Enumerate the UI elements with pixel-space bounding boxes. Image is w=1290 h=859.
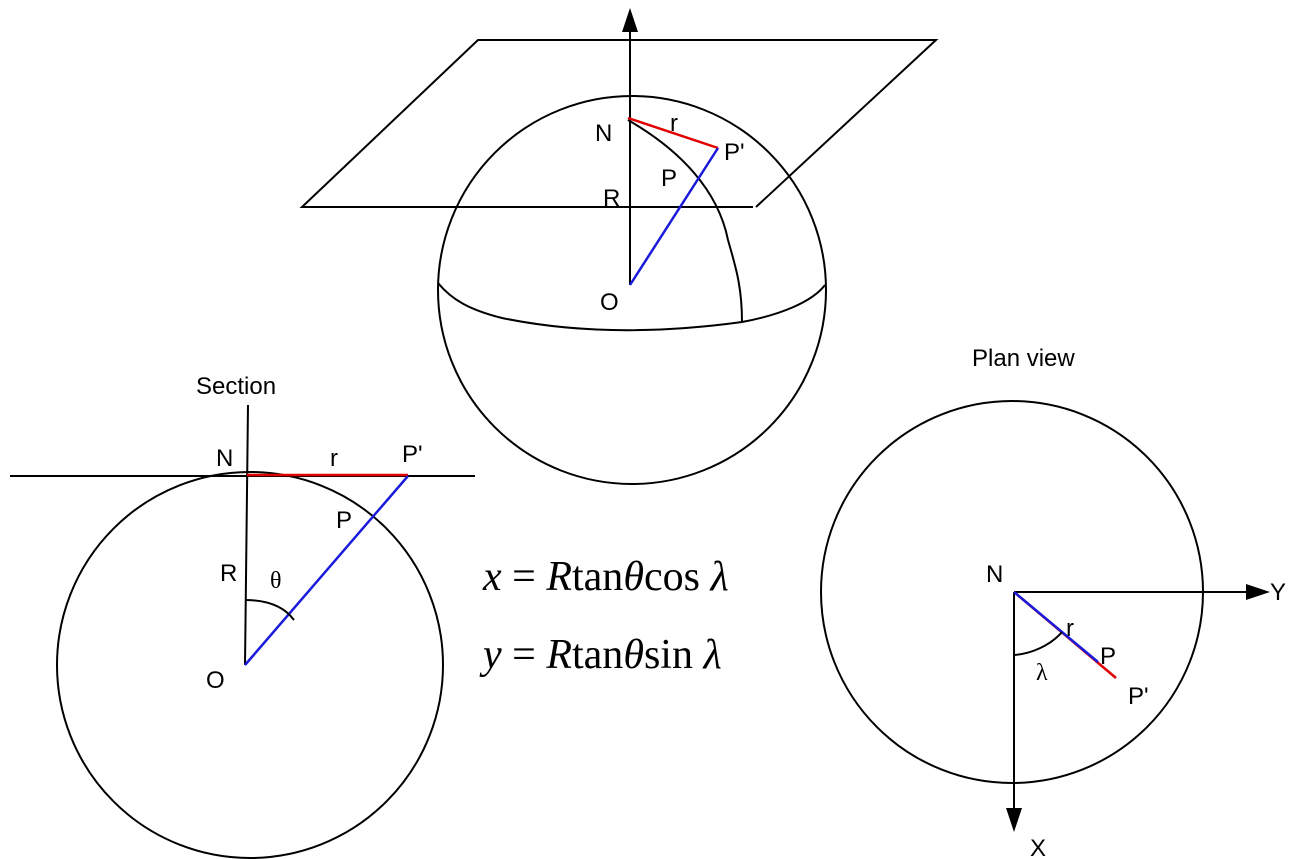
equator-curve [437, 282, 826, 332]
section-label-n: N [216, 445, 233, 472]
perspective-view: N r P' P R O [299, 8, 939, 485]
plan-x-axis-arrowhead [1006, 808, 1022, 832]
eq-y-lambda: λ [701, 632, 721, 678]
radius-line-o-p [628, 147, 720, 286]
eq-x-var: x [482, 554, 502, 600]
plan-label-p: P [1100, 643, 1116, 670]
eq-x-radius: R [545, 554, 572, 600]
plan-y-axis-arrowhead [1246, 584, 1270, 600]
plan-label-p-prime: P' [1128, 683, 1149, 710]
plan-label-lambda: λ [1036, 660, 1048, 686]
section-radius-line-o-p [244, 475, 409, 666]
label-n: N [595, 120, 612, 147]
vertical-axis-arrowhead [622, 8, 638, 32]
tangent-plane [299, 39, 939, 208]
eq-x-space [700, 554, 711, 600]
eq-y-space [693, 632, 704, 678]
equation-y: y = Rtanθsin λ [479, 632, 722, 678]
label-p: P [661, 165, 677, 192]
plan-radius-line [1013, 591, 1099, 663]
sphere-outline [437, 95, 827, 485]
section-label-theta: θ [270, 568, 282, 594]
plan-label-x: X [1030, 835, 1046, 859]
eq-x-cos: cos [644, 554, 700, 600]
eq-x-equals: = [502, 554, 547, 600]
eq-y-equals: = [502, 632, 547, 678]
plan-label-n: N [986, 561, 1003, 588]
plan-label-y: Y [1270, 579, 1286, 606]
eq-y-theta: θ [623, 632, 644, 678]
section-title: Section [196, 373, 276, 400]
label-center-o: O [600, 289, 619, 316]
section-label-center-o: O [206, 667, 225, 694]
plan-lambda-arc [1013, 631, 1063, 656]
eq-y-radius: R [545, 632, 572, 678]
eq-y-var: y [479, 632, 502, 678]
label-r-distance: r [670, 110, 678, 137]
section-label-radius: R [220, 560, 237, 587]
section-label-p-prime: P' [402, 441, 423, 468]
meridian-curve [627, 119, 743, 323]
section-theta-arc [244, 599, 295, 621]
eq-y-tan: tan [572, 632, 623, 678]
plan-title: Plan view [972, 345, 1075, 372]
section-sphere-outline [56, 471, 444, 859]
eq-x-tan: tan [572, 554, 623, 600]
eq-y-sin: sin [644, 632, 693, 678]
projection-line-r [627, 116, 719, 150]
eq-x-theta: θ [623, 554, 644, 600]
eq-x-lambda: λ [708, 554, 728, 600]
section-label-p: P [336, 507, 352, 534]
section-vertical-line [244, 404, 249, 666]
plan-view: Plan view N Y X r P P' λ [820, 345, 1286, 859]
section-view: Section N r P' P R θ O [10, 373, 475, 859]
equation-x: x = Rtanθcos λ [482, 554, 729, 600]
section-label-r-distance: r [330, 445, 338, 472]
label-radius: R [603, 185, 620, 212]
label-p-prime: P' [724, 139, 745, 166]
plan-label-r-distance: r [1066, 615, 1074, 642]
equations: x = Rtanθcos λ y = Rtanθsin λ [479, 554, 729, 678]
